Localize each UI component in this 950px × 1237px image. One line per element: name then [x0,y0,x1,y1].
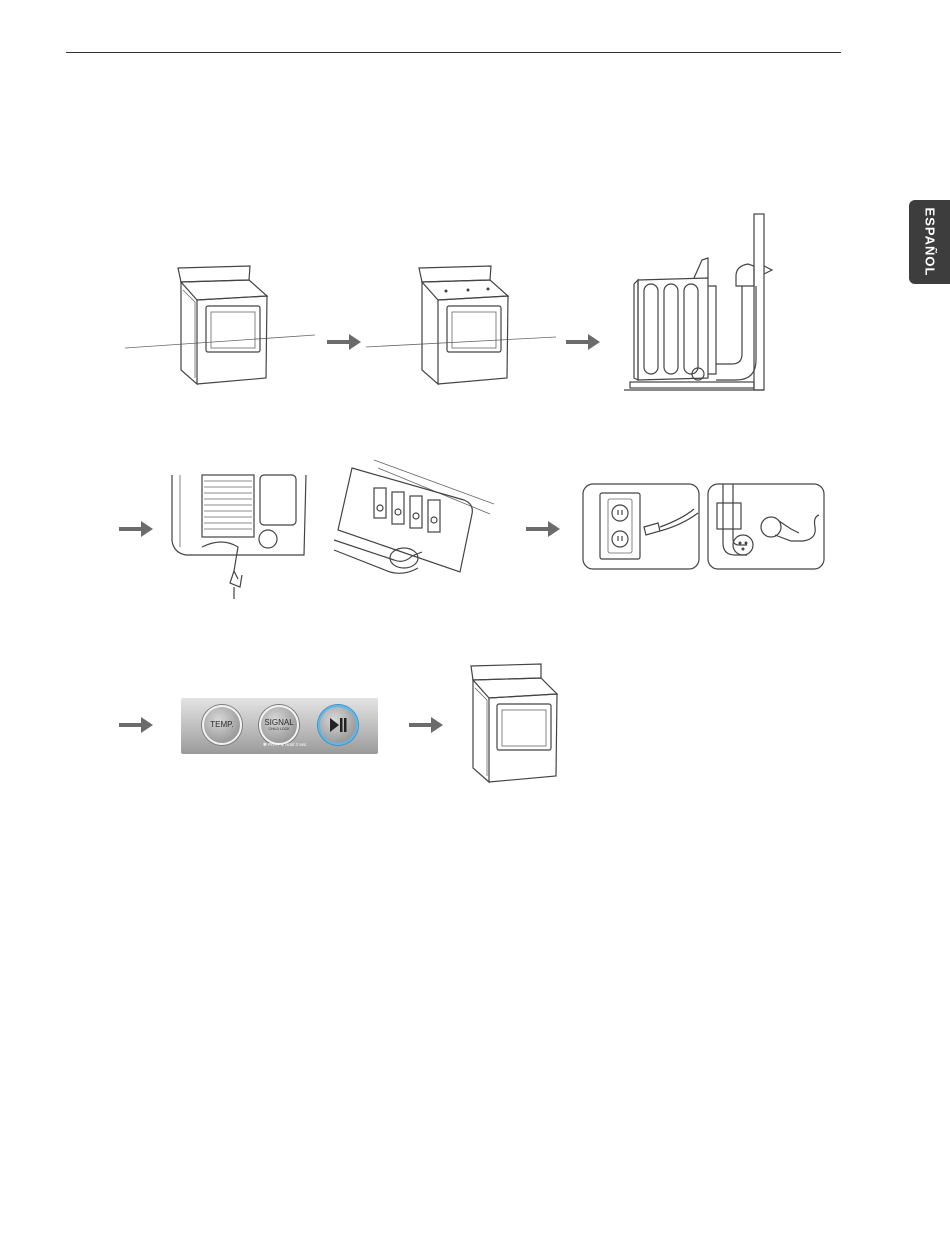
language-tab[interactable]: ESPAÑOL [909,200,950,284]
right-arrow-icon [526,520,560,538]
gas-connection-figure [172,475,312,600]
temp-button-label: TEMP. [210,721,233,729]
right-arrow-icon [119,520,153,538]
signal-button[interactable]: SIGNAL CHILD LOCK [259,705,299,745]
start-pause-button[interactable] [318,705,358,745]
child-lock-label: CHILD LOCK [268,728,289,732]
grounded-outlet-figure [582,483,700,570]
signal-button-label: SIGNAL [264,719,293,727]
terminal-block-figure [334,460,494,585]
dryer-complete-figure [469,660,561,784]
dryer-exhaust-duct-figure [624,214,779,392]
right-arrow-icon [409,716,443,734]
dryer-adjusted-figure [366,260,556,388]
temp-button[interactable]: TEMP. [202,705,242,745]
power-cord-outlet-figure [707,483,825,570]
top-rule [66,52,841,53]
right-arrow-icon [327,333,361,351]
right-arrow-icon [119,716,153,734]
dryer-leveling-figure [125,260,315,388]
language-tab-label: ESPAÑOL [922,208,937,277]
play-pause-icon [329,717,347,733]
right-arrow-icon [566,333,600,351]
panel-note: ✽ Press & Hold 3 sec. [263,742,308,748]
control-panel: TEMP. SIGNAL CHILD LOCK ✽ Press & Hold 3… [181,698,378,754]
